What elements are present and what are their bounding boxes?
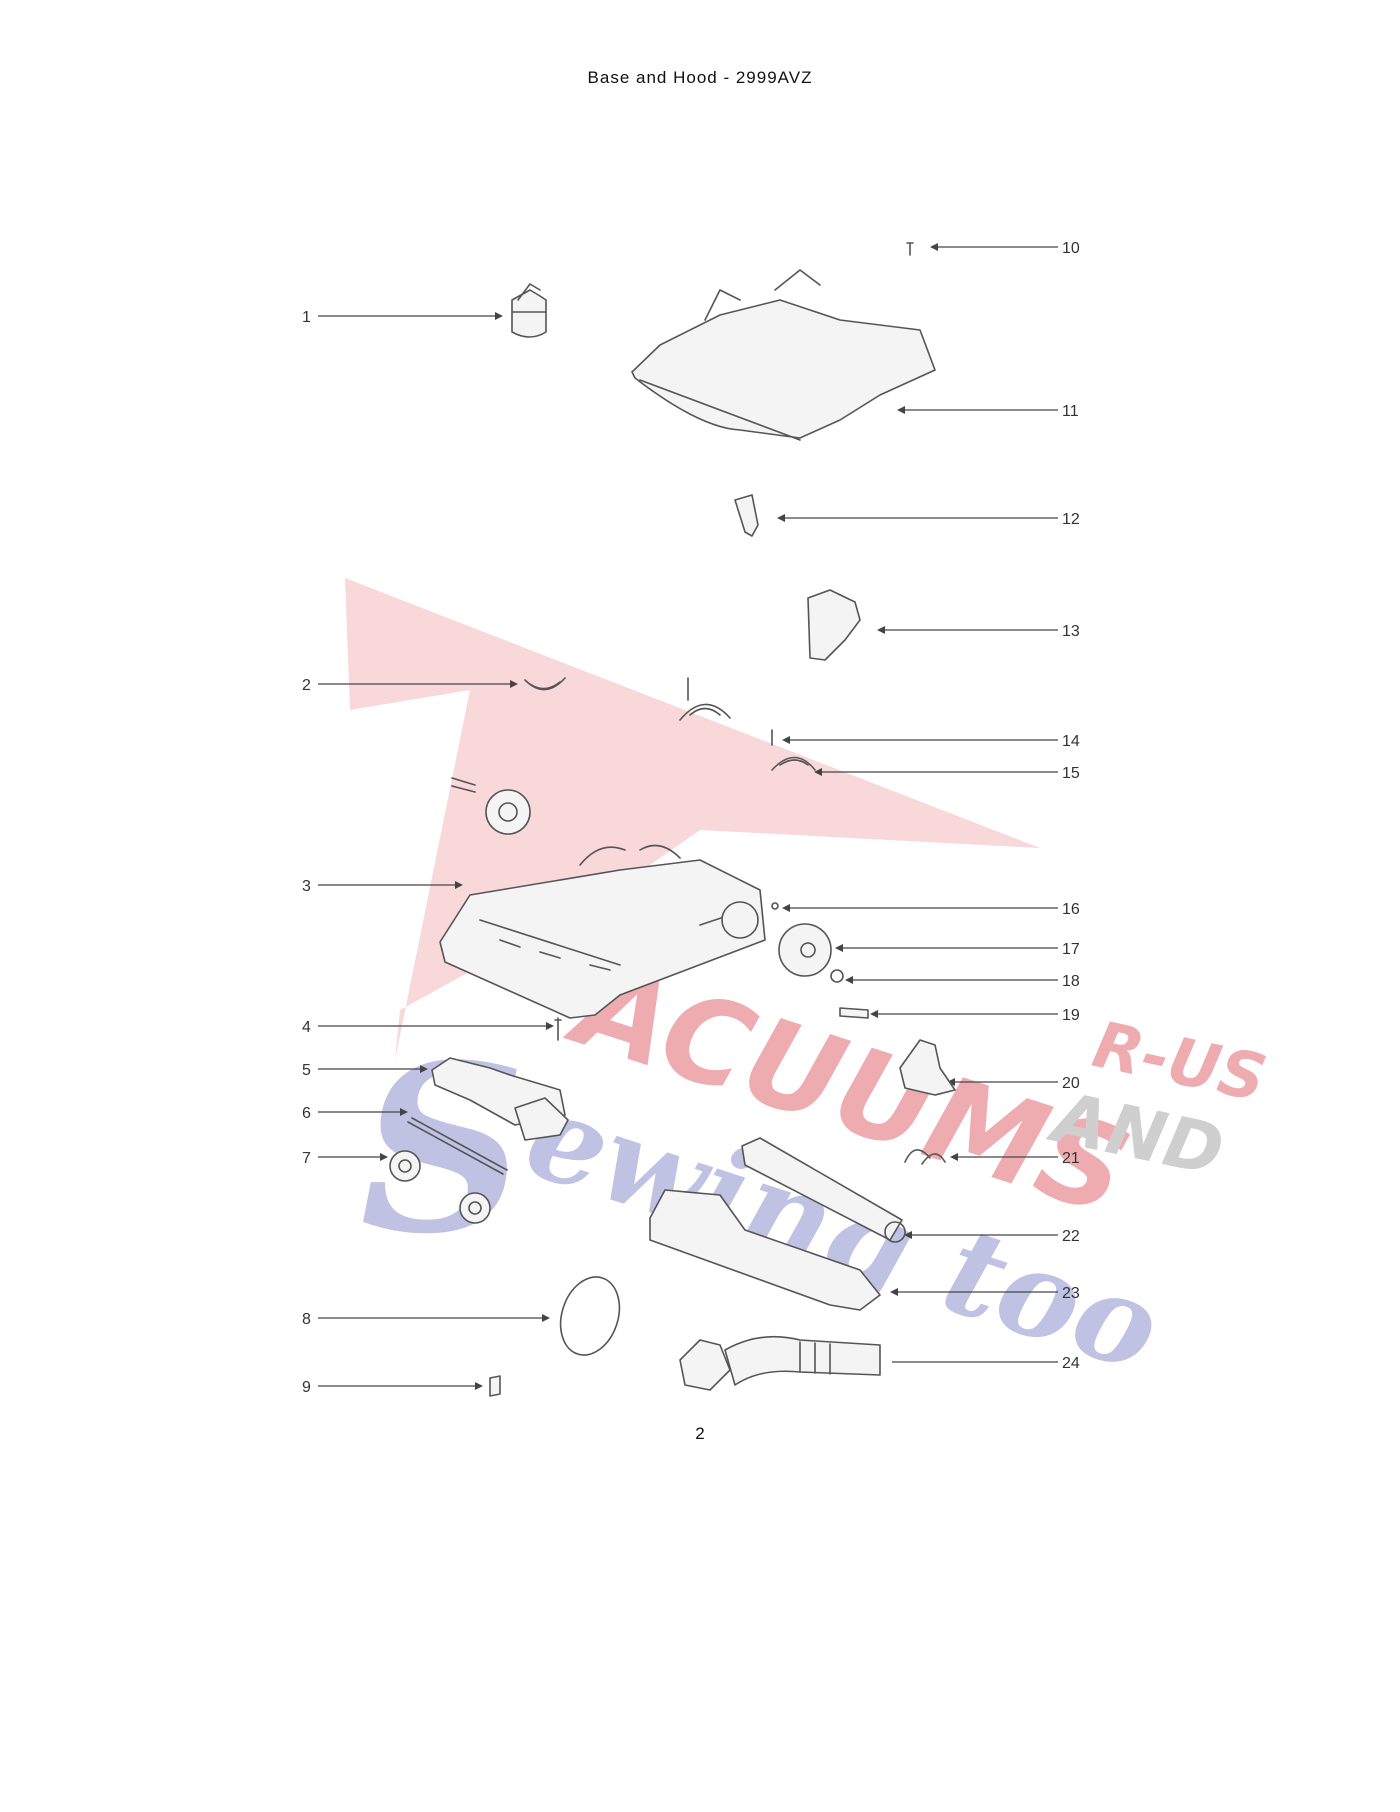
part-4-pin	[554, 1017, 562, 1041]
part-8-belt	[559, 1276, 621, 1356]
svg-text:17: 17	[1062, 941, 1080, 958]
svg-text:11: 11	[1062, 403, 1079, 420]
svg-text:2: 2	[302, 677, 311, 694]
part-18-washer	[830, 969, 844, 983]
callout-3: 3	[302, 878, 463, 895]
svg-text:22: 22	[1062, 1228, 1080, 1245]
part-13-cover	[807, 589, 861, 661]
callout-20: 20	[947, 1075, 1080, 1092]
callout-14: 14	[782, 733, 1080, 750]
watermark-s-letter: S	[360, 1015, 526, 1285]
page-title: Base and Hood - 2999AVZ	[587, 68, 813, 87]
svg-text:9: 9	[302, 1379, 311, 1396]
svg-text:1: 1	[302, 309, 311, 326]
svg-text:16: 16	[1062, 901, 1080, 918]
svg-text:18: 18	[1062, 973, 1080, 990]
callout-4: 4	[302, 1019, 554, 1036]
page-number: 2	[695, 1424, 705, 1443]
part-2-bracket	[524, 677, 566, 691]
svg-text:24: 24	[1062, 1355, 1080, 1372]
svg-text:8: 8	[302, 1311, 311, 1328]
svg-text:5: 5	[302, 1062, 311, 1079]
callout-13: 13	[877, 623, 1080, 640]
callout-11: 11	[897, 403, 1079, 420]
part-11-hood	[631, 269, 936, 441]
callout-2: 2	[302, 677, 518, 694]
part-3-base	[439, 844, 766, 1019]
callout-23: 23	[890, 1285, 1080, 1302]
callouts-left: 1 2 3 4 5 6 7 8	[302, 309, 554, 1396]
callout-16: 16	[782, 901, 1080, 918]
part-1-knob	[511, 283, 547, 338]
svg-text:6: 6	[302, 1105, 311, 1122]
callout-1: 1	[302, 309, 503, 326]
svg-text:12: 12	[1062, 511, 1080, 528]
svg-text:19: 19	[1062, 1007, 1080, 1024]
callout-15: 15	[814, 765, 1080, 782]
svg-text:10: 10	[1062, 240, 1080, 257]
callout-10: 10	[930, 240, 1080, 257]
part-5-plate	[431, 1057, 569, 1141]
part-23-tray	[649, 1189, 881, 1311]
svg-text:4: 4	[302, 1019, 311, 1036]
callout-17: 17	[835, 941, 1080, 958]
callout-12: 12	[777, 511, 1080, 528]
callout-8: 8	[302, 1311, 550, 1328]
svg-text:15: 15	[1062, 765, 1080, 782]
svg-text:13: 13	[1062, 623, 1080, 640]
parts	[389, 242, 956, 1397]
part-21-clips	[904, 1149, 946, 1165]
svg-text:23: 23	[1062, 1285, 1080, 1302]
callout-7: 7	[302, 1150, 388, 1167]
part-12-latch	[734, 494, 759, 537]
part-6-rod	[407, 1117, 508, 1175]
callout-19: 19	[870, 1007, 1080, 1024]
callout-6: 6	[302, 1105, 408, 1122]
part-wheel-small	[451, 777, 531, 835]
part-10-screw	[906, 242, 914, 256]
callouts-right: 10 11 12 13 14 15 16 17	[777, 240, 1080, 1372]
part-17-wheel	[778, 923, 832, 977]
part-7-wheels	[389, 1150, 491, 1224]
part-9-clip	[489, 1375, 501, 1397]
part-16-nut	[771, 902, 779, 910]
part-22-brushroll	[741, 1137, 906, 1243]
svg-text:21: 21	[1062, 1150, 1080, 1167]
part-19-axle	[839, 1007, 869, 1019]
callout-21: 21	[950, 1150, 1080, 1167]
callout-5: 5	[302, 1062, 428, 1079]
callout-22: 22	[904, 1228, 1080, 1245]
callout-18: 18	[845, 973, 1080, 990]
part-24-hose	[679, 1335, 881, 1391]
svg-text:20: 20	[1062, 1075, 1080, 1092]
part-14-15-brackets	[679, 677, 816, 771]
callout-24: 24	[892, 1355, 1080, 1372]
svg-text:14: 14	[1062, 733, 1080, 750]
callout-9: 9	[302, 1379, 483, 1396]
part-20-pedal	[899, 1039, 956, 1096]
svg-text:3: 3	[302, 878, 311, 895]
svg-text:7: 7	[302, 1150, 311, 1167]
